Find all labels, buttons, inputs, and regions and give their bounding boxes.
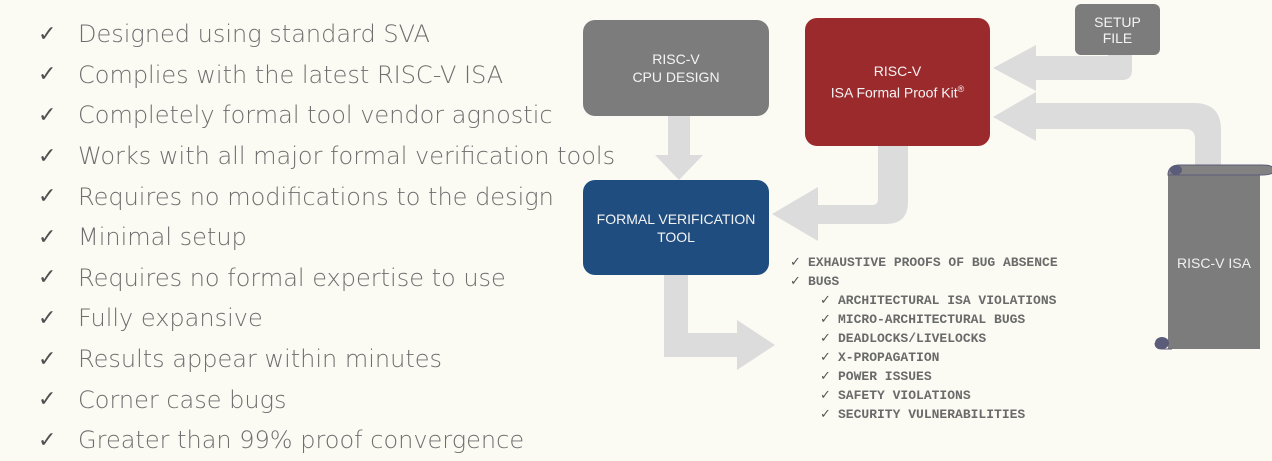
check-icon: ✓ <box>38 224 57 250</box>
feature-text: Greater than 99% proof convergence <box>78 426 525 455</box>
check-icon: ✓ <box>790 274 801 289</box>
setup-file-box: SETUP FILE <box>1075 4 1160 55</box>
result-item: ✓ BUGS <box>790 272 1058 291</box>
result-text: DEADLOCKS/LIVELOCKS <box>838 331 987 346</box>
registered-mark: ® <box>957 84 965 95</box>
result-text: BUGS <box>808 274 840 289</box>
arrow-cpu-to-tool <box>655 116 703 180</box>
feature-text: Works with all major formal verification… <box>78 142 616 171</box>
feature-text: Minimal setup <box>78 223 247 252</box>
check-icon: ✓ <box>790 255 801 270</box>
feature-text: Requires no formal expertise to use <box>78 263 506 292</box>
feature-text: Complies with the latest RISC-V ISA <box>78 60 504 89</box>
check-icon: ✓ <box>820 388 831 403</box>
result-text: EXHAUSTIVE PROOFS OF BUG ABSENCE <box>808 255 1058 270</box>
check-icon: ✓ <box>820 312 831 327</box>
feature-text: Results appear within minutes <box>78 345 443 374</box>
setup-file-line1: SETUP <box>1094 13 1141 30</box>
result-text: SECURITY VULNERABILITIES <box>838 407 1026 422</box>
result-text: POWER ISSUES <box>838 369 932 384</box>
feature-item: ✓ Corner case bugs <box>38 379 615 420</box>
feature-item: ✓ Fully expansive <box>38 298 615 339</box>
cpu-design-line2: CPU DESIGN <box>632 69 720 85</box>
result-subitem: ✓ DEADLOCKS/LIVELOCKS <box>790 329 1058 348</box>
check-icon: ✓ <box>820 293 831 308</box>
results-list: ✓EXHAUSTIVE PROOFS OF BUG ABSENCE ✓BUGS … <box>790 253 1058 424</box>
feature-list: ✓ Designed using standard SVA ✓ Complies w… <box>38 14 615 461</box>
isa-scroll-shape <box>1154 164 1272 350</box>
check-icon: ✓ <box>38 102 57 128</box>
feature-text: Corner case bugs <box>78 385 287 414</box>
feature-text: Completely formal tool vendor agnostic <box>78 101 553 130</box>
result-subitem: ✓ MICRO-ARCHITECTURAL BUGS <box>790 310 1058 329</box>
feature-item: ✓ Requires no formal expertise to use <box>38 258 615 299</box>
proof-kit-line2: ISA Formal Proof Kit <box>830 84 958 101</box>
check-icon: ✓ <box>38 265 57 291</box>
check-icon: ✓ <box>38 143 57 169</box>
result-text: X-PROPAGATION <box>838 350 940 365</box>
cpu-design-box: RISC-V CPU DESIGN <box>583 20 769 116</box>
check-icon: ✓ <box>38 62 57 88</box>
proof-kit-line2-wrap: ISA Formal Proof Kit® <box>831 80 964 102</box>
formal-tool-line1: FORMAL VERIFICATION <box>596 210 756 227</box>
result-subitem: ✓ X-PROPAGATION <box>790 348 1058 367</box>
cpu-design-line1: RISC-V <box>652 51 700 67</box>
feature-text: Fully expansive <box>78 304 263 333</box>
check-icon: ✓ <box>38 184 57 210</box>
isa-scroll-label: RISC-V ISA <box>1177 254 1251 271</box>
arrow-tool-to-results <box>664 275 775 370</box>
result-text: ARCHITECTURAL ISA VIOLATIONS <box>838 293 1057 308</box>
check-icon: ✓ <box>820 407 831 422</box>
result-text: MICRO-ARCHITECTURAL BUGS <box>838 312 1026 327</box>
check-icon: ✓ <box>820 331 831 346</box>
proof-kit-box: RISC-V ISA Formal Proof Kit® <box>805 18 990 146</box>
arrow-setup-to-kit <box>993 45 1132 91</box>
result-text: SAFETY VIOLATIONS <box>838 388 971 403</box>
result-subitem: ✓ ARCHITECTURAL ISA VIOLATIONS <box>790 291 1058 310</box>
check-icon: ✓ <box>820 350 831 365</box>
feature-item: ✓ Works with all major formal verificatio… <box>38 136 615 177</box>
arrow-isa-to-kit <box>993 92 1221 168</box>
feature-item: ✓ Complies with the latest RISC-V ISA <box>38 55 615 96</box>
feature-text: Requires no modifications to the design <box>78 182 554 211</box>
setup-file-line2: FILE <box>1102 29 1133 46</box>
check-icon: ✓ <box>820 369 831 384</box>
feature-item: ✓ Minimal setup <box>38 217 615 258</box>
result-item: ✓ EXHAUSTIVE PROOFS OF BUG ABSENCE <box>790 253 1058 272</box>
formal-tool-line2: TOOL <box>657 228 695 245</box>
feature-item: ✓ Designed using standard SVA <box>38 14 615 55</box>
feature-item: ✓ Requires no modifications to the design <box>38 176 615 217</box>
check-icon: ✓ <box>38 21 57 47</box>
feature-item: ✓ Greater than 99% proof convergence <box>38 420 615 461</box>
result-subitem: ✓ SECURITY VULNERABILITIES <box>790 405 1058 424</box>
proof-kit-line1: RISC-V <box>873 63 922 80</box>
result-subitem: ✓ POWER ISSUES <box>790 367 1058 386</box>
check-icon: ✓ <box>38 305 57 331</box>
check-icon: ✓ <box>38 387 57 413</box>
check-icon: ✓ <box>38 346 57 372</box>
feature-item: ✓ Completely formal tool vendor agnostic <box>38 95 615 136</box>
result-subitem: ✓ SAFETY VIOLATIONS <box>790 386 1058 405</box>
feature-text: Designed using standard SVA <box>78 20 430 49</box>
check-icon: ✓ <box>38 427 57 453</box>
feature-item: ✓ Results appear within minutes <box>38 339 615 380</box>
arrow-kit-to-tool <box>772 146 908 241</box>
formal-tool-box: FORMAL VERIFICATION TOOL <box>583 180 769 275</box>
